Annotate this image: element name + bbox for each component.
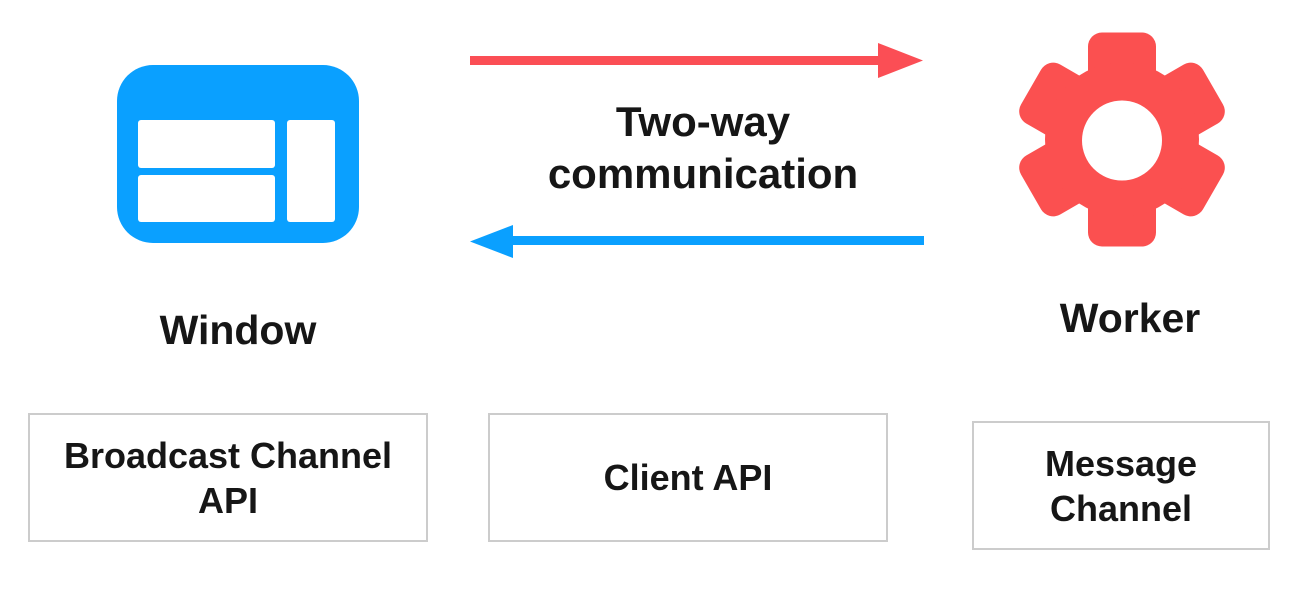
box-broadcast-channel-api: Broadcast Channel API <box>28 413 428 542</box>
arrow-right-icon <box>470 43 923 78</box>
arrow-left-icon <box>470 225 924 258</box>
worker-label: Worker <box>1059 295 1201 341</box>
box-message-channel-label: Message Channel <box>1044 442 1198 529</box>
box-client-api-label: Client API <box>603 457 773 498</box>
window-pane-sidebar <box>287 120 335 222</box>
box-client-api: Client API <box>488 413 888 542</box>
browser-window-icon <box>117 65 359 243</box>
window-pane-bottom <box>138 175 275 222</box>
box-message-channel: Message Channel <box>972 421 1270 550</box>
window-label: Window <box>159 307 317 353</box>
window-pane-top <box>138 120 275 168</box>
communication-label: Two-way communication <box>547 98 859 197</box>
gear-icon <box>1019 32 1225 247</box>
box-broadcast-channel-api-label: Broadcast Channel API <box>63 434 393 521</box>
